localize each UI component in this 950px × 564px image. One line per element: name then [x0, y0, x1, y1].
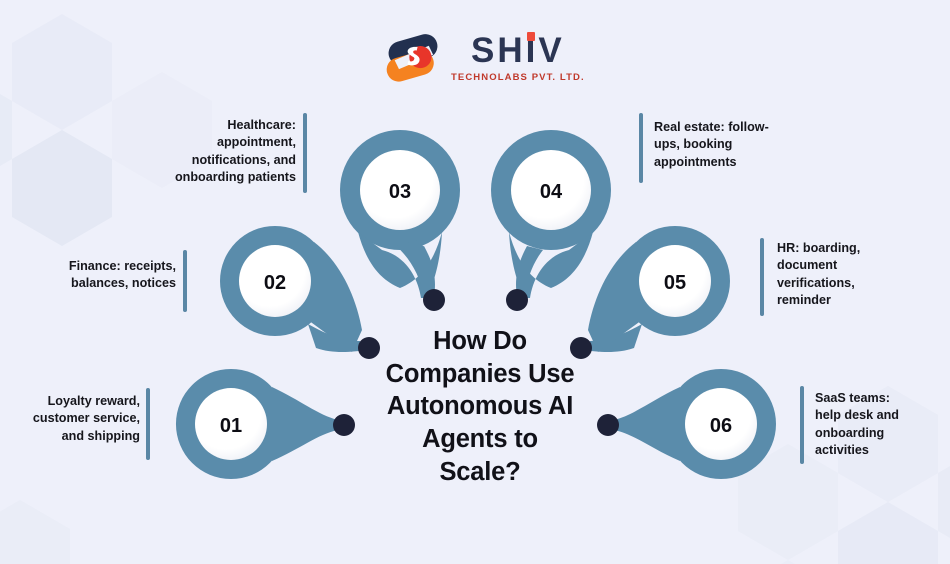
pin-02-inner	[239, 245, 311, 317]
pin-06-inner	[685, 388, 757, 460]
pin-03-tip-dot	[423, 289, 445, 311]
label-05-line-2: document	[777, 258, 838, 273]
title-line-3: Autonomous AI	[386, 392, 574, 421]
label-item-02: Finance: receipts, balances, notices	[38, 258, 176, 293]
pin-03-inner	[360, 150, 440, 230]
label-02-line-1: Finance: receipts,	[68, 259, 176, 273]
brand-name-text: SHIV	[471, 31, 565, 71]
brand-name: SHIV	[471, 31, 565, 71]
label-05-line-1: HR: boarding,	[777, 241, 861, 255]
pin-03-number: 03	[389, 181, 411, 203]
label-01-line-1: Loyalty reward,	[47, 394, 140, 408]
title-line-1: How Do	[433, 327, 527, 355]
label-item-01: Loyalty reward, customer service, and sh…	[10, 393, 140, 445]
label-06-line-2: help desk and	[815, 408, 899, 423]
pin-01-inner	[195, 388, 267, 460]
pin-05-tip-dot	[570, 337, 592, 359]
accent-bar-03	[303, 113, 307, 193]
pin-05-number: 05	[664, 272, 686, 294]
label-01-line-2: customer service,	[32, 411, 140, 426]
label-04-line-2: ups, booking	[654, 137, 733, 152]
pin-04-tip-dot	[506, 289, 528, 311]
brand-text: SHIV TECHNOLABS PVT. LTD.	[451, 31, 585, 84]
label-04-line-3: appointments	[654, 154, 737, 169]
label-02-line-2: balances, notices	[71, 276, 176, 291]
pin-05-inner	[639, 245, 711, 317]
label-05-line-4: reminder	[777, 293, 831, 308]
page-title: How Do Companies Use Autonomous AI Agent…	[365, 325, 595, 488]
title-line-2: Companies Use	[385, 359, 575, 388]
pin-02[interactable]: 02	[220, 226, 380, 359]
pin-06[interactable]: 06	[597, 369, 776, 479]
label-03-line-3: notifications, and	[191, 152, 296, 167]
pin-01-tip-dot	[333, 414, 355, 436]
label-06-line-4: activities	[815, 443, 869, 458]
label-03-line-2: appointment,	[216, 135, 296, 150]
label-item-05: HR: boarding, document verifications, re…	[777, 240, 905, 310]
pin-06-number: 06	[710, 415, 732, 437]
brand-accent-dot	[526, 32, 535, 42]
pin-01-number: 01	[220, 415, 242, 437]
label-03-line-1: Healthcare:	[227, 118, 296, 132]
title-line-5: Scale?	[439, 457, 521, 486]
pin-02-number: 02	[264, 272, 286, 294]
pin-04-inner	[511, 150, 591, 230]
accent-bar-04	[639, 113, 643, 183]
accent-bar-01	[146, 388, 150, 460]
label-01-line-3: and shipping	[61, 428, 140, 443]
pin-02-tip-dot	[358, 337, 380, 359]
pin-04-number: 04	[540, 181, 563, 203]
title-line-4: Agents to	[422, 424, 538, 453]
label-item-04: Real estate: follow- ups, booking appoin…	[654, 119, 800, 171]
label-item-03: Healthcare: appointment, notifications, …	[152, 117, 296, 187]
pin-04[interactable]: 04	[491, 130, 611, 311]
accent-bar-02	[183, 250, 187, 312]
label-03-line-4: onboarding patients	[174, 170, 296, 185]
shiv-logo-icon	[386, 34, 438, 82]
label-04-line-1: Real estate: follow-	[654, 120, 769, 134]
brand-tagline: TECHNOLABS PVT. LTD.	[451, 72, 585, 84]
pin-06-tip-dot	[597, 414, 619, 436]
pin-05[interactable]: 05	[570, 226, 730, 359]
pin-03[interactable]: 03	[340, 130, 460, 311]
label-05-line-3: verifications,	[777, 275, 855, 290]
accent-bar-05	[760, 238, 764, 316]
label-06-line-1: SaaS teams:	[815, 391, 890, 405]
label-06-line-3: onboarding	[815, 425, 885, 440]
brand-logo: SHIV TECHNOLABS PVT. LTD.	[385, 24, 585, 92]
pin-01[interactable]: 01	[175, 368, 355, 479]
accent-bar-06	[800, 386, 804, 464]
label-item-06: SaaS teams: help desk and onboarding act…	[815, 390, 935, 460]
